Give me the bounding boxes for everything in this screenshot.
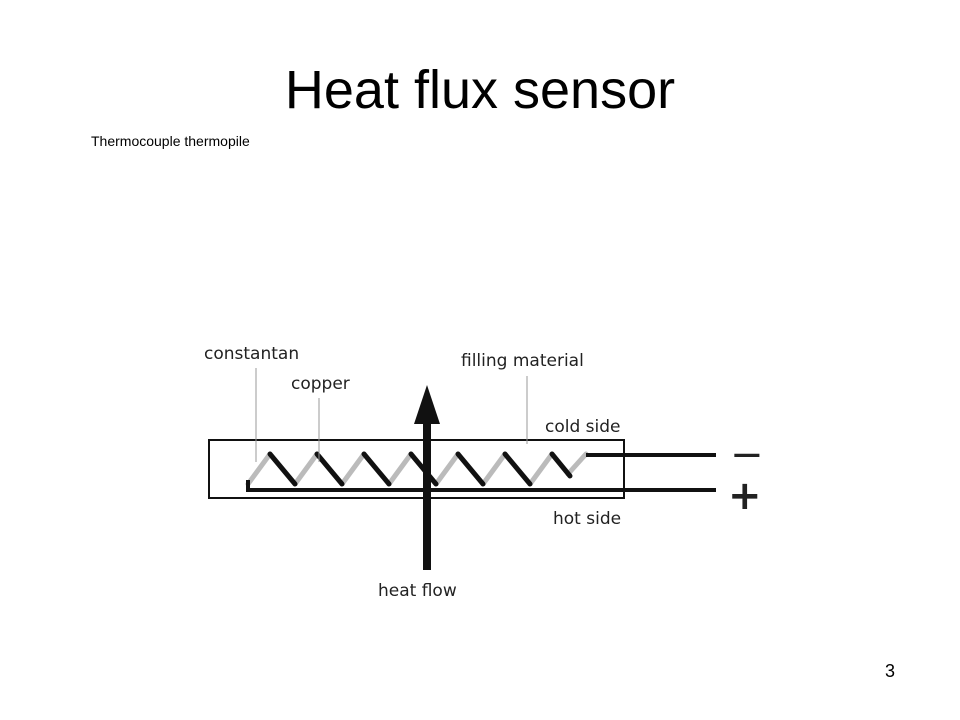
positive-lead xyxy=(246,480,716,492)
slide-title: Heat flux sensor xyxy=(284,60,676,120)
sensor-housing xyxy=(208,439,625,499)
label-heat-flow: heat flow xyxy=(378,581,457,601)
constantan-segments xyxy=(245,451,589,487)
label-filling-material: filling material xyxy=(461,351,584,371)
label-constantan: constantan xyxy=(204,344,299,364)
negative-terminal-symbol: − xyxy=(730,432,764,478)
label-cold-side: cold side xyxy=(545,417,621,437)
label-copper: copper xyxy=(291,374,350,394)
slide-subtitle: Thermocouple thermopile xyxy=(91,133,250,149)
page-number: 3 xyxy=(885,661,896,681)
positive-terminal-symbol: + xyxy=(728,473,762,519)
label-hot-side: hot side xyxy=(553,509,621,529)
heat-flow-arrow-head xyxy=(414,385,440,424)
leader-lines xyxy=(255,368,528,462)
